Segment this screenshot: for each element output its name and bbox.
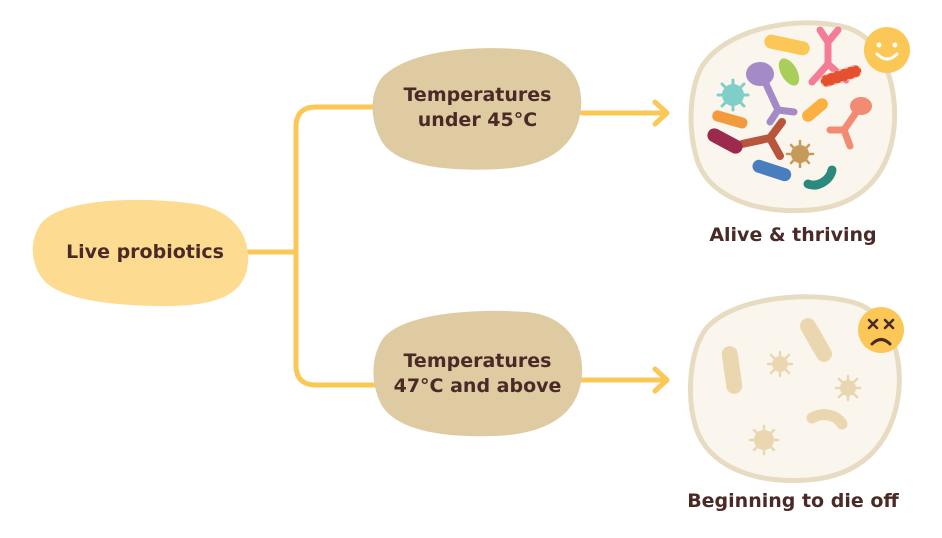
connector-upper-branch <box>293 104 380 388</box>
happy-face-icon <box>864 27 910 73</box>
arrow-lower <box>579 366 670 394</box>
source-blob <box>32 199 249 306</box>
live-bacteria-icon <box>707 26 872 190</box>
condition-blob-under-45 <box>372 48 582 170</box>
condition-blob-47-above <box>373 310 583 437</box>
connector-lines <box>237 99 670 394</box>
condition-label-47-above: Temperatures 47°C and above <box>370 346 585 402</box>
condition-under-45-line1: Temperatures <box>403 84 552 106</box>
arrow-upper <box>579 99 670 127</box>
petri-dish-dying <box>688 294 904 484</box>
outcome-alive-caption: Alive & thriving <box>709 224 877 246</box>
dish-dying-body <box>688 294 902 484</box>
condition-label-under-45: Temperatures under 45°C <box>370 80 585 136</box>
distressed-face-icon <box>858 307 904 353</box>
condition-under-45-line2: under 45°C <box>417 109 538 131</box>
source-label: Live probiotics <box>40 230 250 274</box>
condition-47-above-line2: 47°C and above <box>393 375 562 397</box>
outcome-dying-caption: Beginning to die off <box>687 490 899 512</box>
condition-47-above-line1: Temperatures <box>403 350 552 372</box>
petri-dish-thriving <box>688 20 910 214</box>
dying-bacteria-icon <box>721 318 862 456</box>
source-label-text: Live probiotics <box>66 240 224 263</box>
